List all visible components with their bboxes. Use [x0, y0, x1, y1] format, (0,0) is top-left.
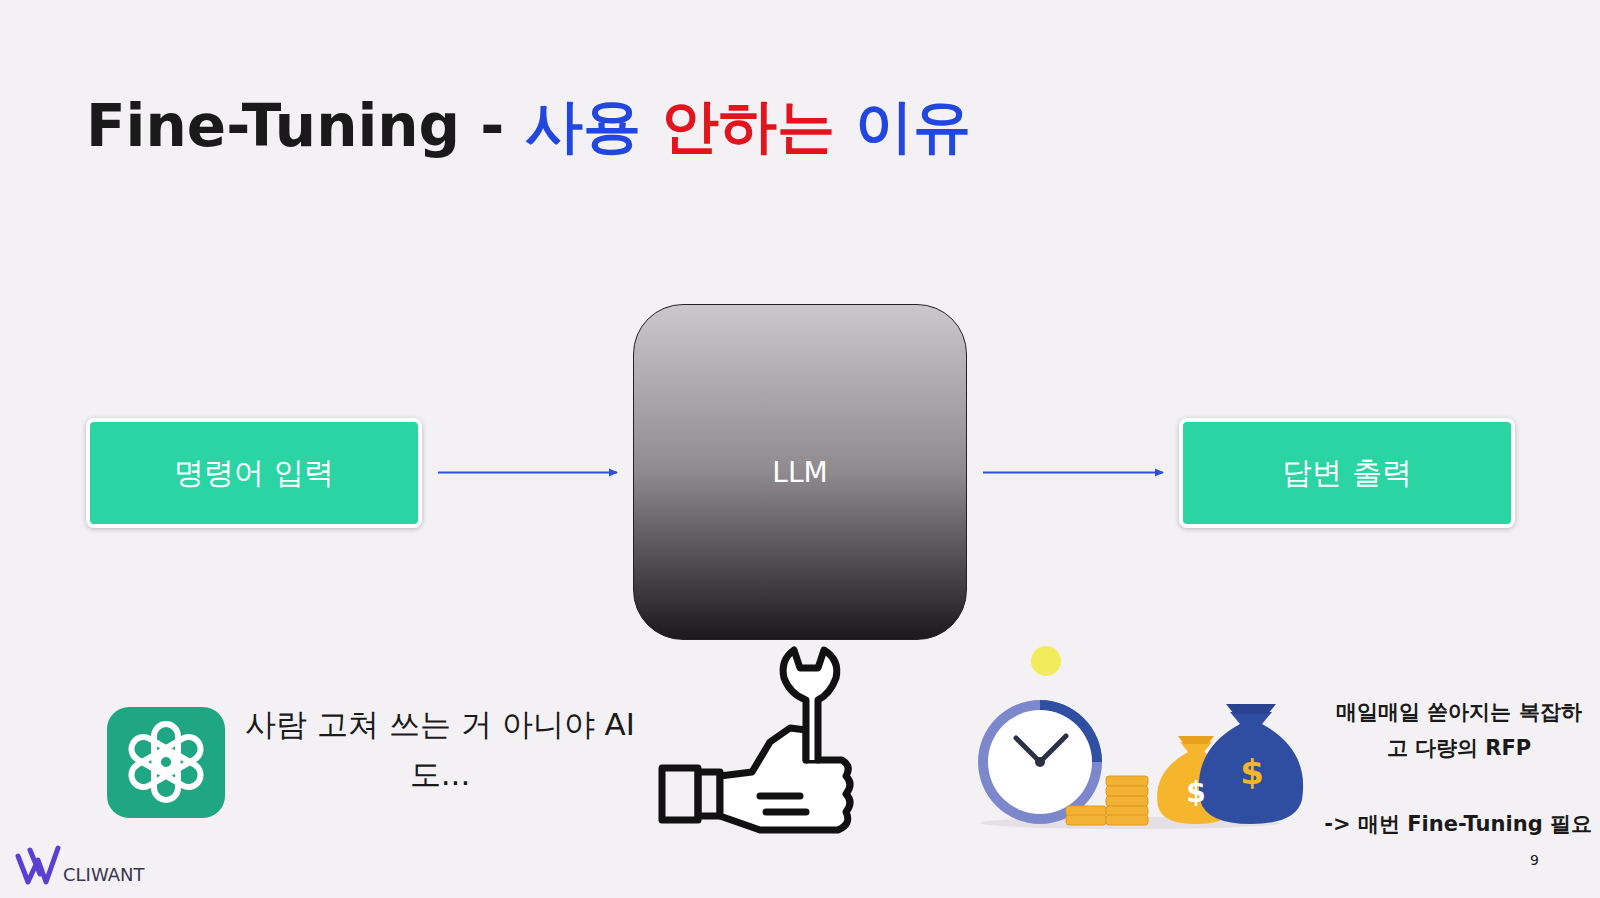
wrench-thumb-icon — [662, 650, 850, 830]
llm-box: LLM — [633, 304, 967, 640]
wrench — [783, 650, 837, 760]
clock-face — [988, 710, 1092, 814]
title-word: - — [480, 92, 504, 160]
output-box: 답변 출력 — [1179, 418, 1515, 528]
flow-arrow — [438, 472, 617, 474]
brand-name: CLIWANT — [63, 864, 145, 885]
callout-text: 사람 고쳐 쓰는 거 아니야 AI도... — [220, 700, 660, 799]
title-word: 안하는 — [661, 92, 835, 160]
logo-knot — [127, 724, 205, 800]
node-text: LLM — [772, 456, 827, 489]
coin — [1106, 796, 1148, 806]
blue-money-bag — [1199, 712, 1303, 824]
title-word: 사용 — [525, 92, 641, 160]
cuff — [662, 768, 698, 820]
blue-bag-tie — [1226, 704, 1276, 714]
logo-tile — [107, 707, 225, 818]
coin-stacks — [1066, 776, 1148, 825]
title-word: 이유 — [855, 92, 971, 160]
slide-title: Fine-Tuning - 사용 안하는 이유 — [86, 88, 971, 166]
coin — [1106, 776, 1148, 786]
coin — [1066, 815, 1106, 825]
coin — [1106, 786, 1148, 796]
clock-pin — [1035, 757, 1045, 767]
yellow-bag-tie — [1178, 736, 1214, 744]
dollar-sign: $ — [1240, 752, 1264, 792]
cliwant-logo — [18, 848, 58, 882]
sun-dot — [1031, 646, 1061, 676]
coin — [1106, 815, 1148, 825]
finetune-note: -> 매번 Fine-Tuning 필요 — [1324, 810, 1592, 838]
dollar-sign: $ — [1186, 776, 1205, 809]
finger-lines — [760, 796, 806, 812]
input-box: 명령어 입력 — [86, 418, 422, 528]
flow-arrow — [983, 472, 1163, 474]
chatgpt-logo — [107, 707, 225, 818]
title-word: Fine-Tuning — [86, 92, 460, 160]
rfp-note: 매일매일 쏟아지는 복잡하고 다량의 RFP — [1334, 695, 1584, 766]
node-text: 명령어 입력 — [174, 453, 334, 494]
page-number: 9 — [1530, 852, 1539, 868]
time-money-illustration — [978, 646, 1303, 829]
knot-loop — [127, 733, 179, 777]
fist — [720, 728, 850, 830]
node-text: 답변 출력 — [1282, 453, 1412, 494]
clock-ring — [978, 700, 1102, 824]
